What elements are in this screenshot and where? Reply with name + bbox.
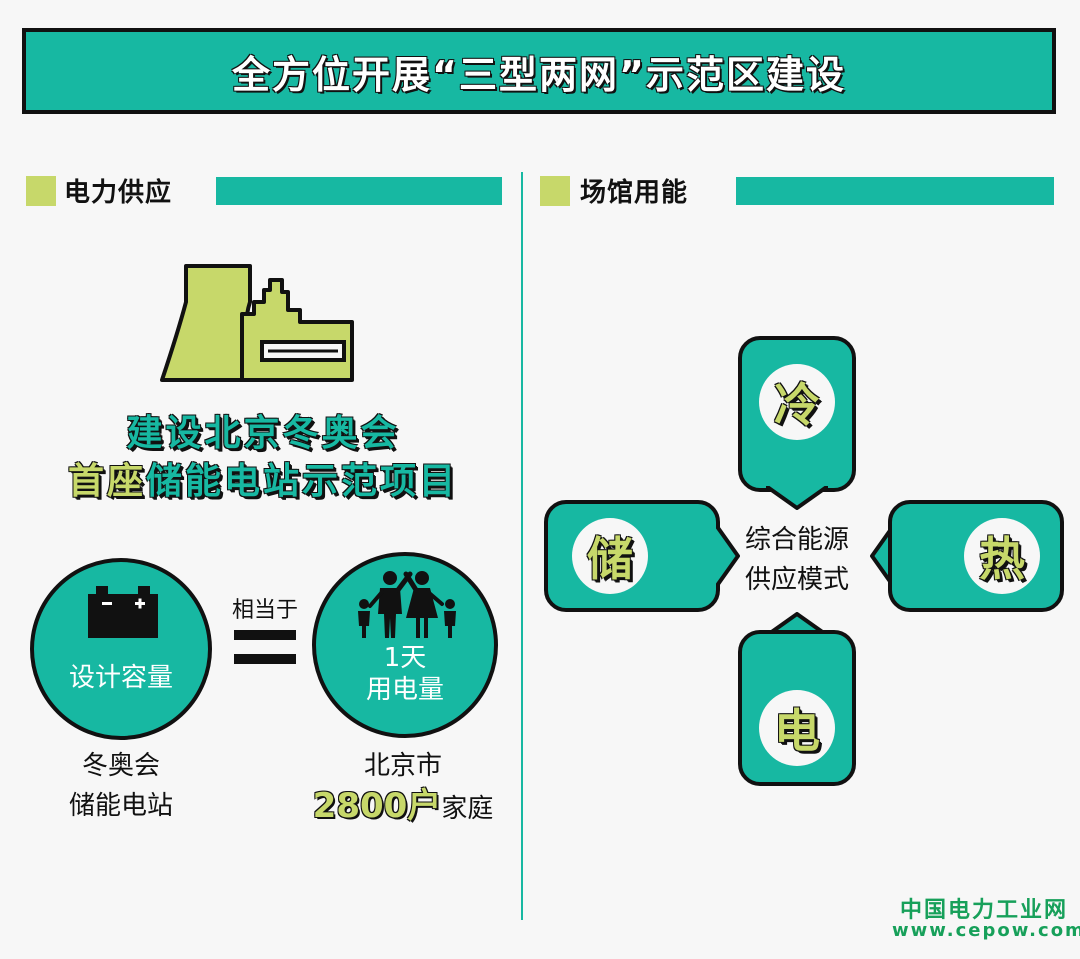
petal-heat-label: 热 xyxy=(979,532,1025,586)
daily-usage-line1: 1天 xyxy=(383,643,427,673)
households-number: 2800户 xyxy=(312,786,442,826)
petal-storage-tip xyxy=(716,525,740,587)
left-caption: 冬奥会 储能电站 xyxy=(30,746,212,826)
left-caption-line2: 储能电站 xyxy=(68,791,173,821)
title-banner: 全方位开展“三型两网”示范区建设 xyxy=(22,28,1056,114)
right-caption: 北京市 2800户家庭 xyxy=(290,746,516,829)
section-marker xyxy=(26,176,56,206)
petal-cold: 冷 xyxy=(738,336,856,492)
petal-heat-circle: 热 xyxy=(964,518,1040,594)
equivalent-label: 相当于 xyxy=(231,598,298,623)
battery-icon xyxy=(88,586,158,638)
capacity-circle: 设计容量 xyxy=(30,558,212,740)
left-caption-line1: 冬奥会 xyxy=(81,751,160,781)
petal-cold-tip xyxy=(766,486,828,510)
watermark-name: 中国电力工业网 xyxy=(900,898,1069,923)
petal-storage-label: 储 xyxy=(587,532,633,586)
daily-usage-line2: 用电量 xyxy=(365,675,444,705)
petal-electric: 电 xyxy=(738,630,856,786)
petal-storage-circle: 储 xyxy=(572,518,648,594)
energy-mode-line1: 综合能源 xyxy=(744,525,849,555)
right-caption-line1: 北京市 xyxy=(363,751,442,781)
family-icon xyxy=(358,571,456,638)
petal-cold-label: 冷 xyxy=(774,378,820,432)
section-marker xyxy=(540,176,570,206)
headline-first: 首座 xyxy=(67,461,146,502)
petal-cold-circle: 冷 xyxy=(759,364,835,440)
right-caption-line2: 2800户家庭 xyxy=(290,786,516,829)
section-bar xyxy=(216,177,502,205)
headline-line1: 建设北京冬奥会 xyxy=(126,413,400,454)
petal-electric-label: 电 xyxy=(774,704,820,758)
section-divider xyxy=(521,172,523,920)
section-title-venue-energy: 场馆用能 xyxy=(580,178,689,208)
headline-line2: 首座储能电站示范项目 xyxy=(30,452,496,504)
petal-heat: 热 xyxy=(888,500,1064,612)
equals-bar-top xyxy=(234,630,296,640)
petal-electric-circle: 电 xyxy=(759,690,835,766)
energy-mode-line2: 供应模式 xyxy=(744,565,849,595)
page-title: 全方位开展“三型两网”示范区建设 xyxy=(232,52,846,97)
petal-storage: 储 xyxy=(544,500,720,612)
section-bar xyxy=(736,177,1054,205)
equals-bar-bottom xyxy=(234,654,296,664)
capacity-label: 设计容量 xyxy=(68,663,173,693)
daily-usage-circle: 1天 用电量 xyxy=(312,552,498,738)
power-plant-icon xyxy=(160,264,354,382)
energy-mode-text: 综合能源 供应模式 xyxy=(722,520,872,600)
households-suffix: 家庭 xyxy=(441,794,494,824)
headline-project: 储能电站示范项目 xyxy=(146,461,459,502)
section-title-power-supply: 电力供应 xyxy=(64,178,173,208)
watermark-url: www.cepow.com xyxy=(892,920,1080,941)
